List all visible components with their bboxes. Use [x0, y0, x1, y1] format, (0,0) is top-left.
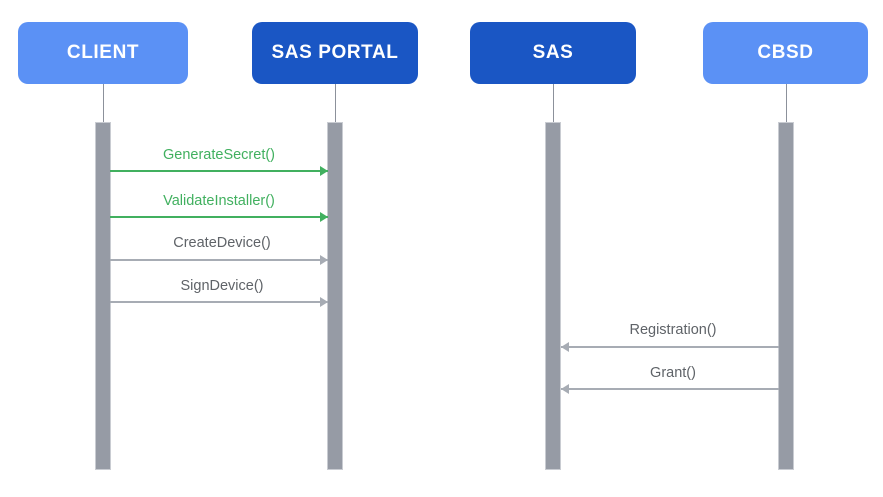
actor-box-client[interactable]: CLIENT [18, 22, 188, 84]
actor-label-cbsd: CBSD [757, 42, 814, 63]
message-arrowhead-4 [561, 342, 569, 352]
message-line-2 [110, 259, 328, 261]
actor-label-sas-portal: SAS PORTAL [271, 42, 399, 63]
message-line-4 [561, 346, 779, 348]
actor-label-sas: SAS [532, 42, 574, 63]
message-line-3 [110, 301, 328, 303]
actor-box-sas-portal[interactable]: SAS PORTAL [252, 22, 418, 84]
message-label-2: CreateDevice() [173, 235, 271, 251]
message-arrowhead-0 [320, 166, 328, 176]
message-arrowhead-1 [320, 212, 328, 222]
lifeline-client [103, 84, 104, 122]
message-line-5 [561, 388, 779, 390]
message-label-3: SignDevice() [180, 278, 264, 294]
actor-box-sas[interactable]: SAS [470, 22, 636, 84]
message-line-1 [110, 216, 328, 218]
message-arrowhead-3 [320, 297, 328, 307]
actor-box-cbsd[interactable]: CBSD [703, 22, 868, 84]
lifeline-cbsd [786, 84, 787, 122]
message-line-0 [110, 170, 328, 172]
lifeline-sas [553, 84, 554, 122]
actor-label-client: CLIENT [66, 42, 140, 63]
message-arrowhead-5 [561, 384, 569, 394]
activation-bar-sas [545, 122, 561, 470]
activation-bar-client [95, 122, 111, 470]
lifeline-sas-portal [335, 84, 336, 122]
message-label-5: Grant() [650, 365, 696, 381]
message-label-1: ValidateInstaller() [163, 193, 275, 209]
message-label-0: GenerateSecret() [162, 147, 276, 163]
message-arrowhead-2 [320, 255, 328, 265]
message-label-4: Registration() [629, 322, 717, 338]
activation-bar-cbsd [778, 122, 794, 470]
activation-bar-sas-portal [327, 122, 343, 470]
